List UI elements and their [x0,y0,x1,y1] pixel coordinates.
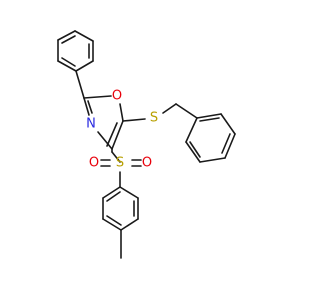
bond [102,218,122,231]
bond [119,186,139,199]
bond [221,133,231,154]
bond [185,141,201,163]
bond [111,120,124,150]
sulfonyl-oxygen-left-label: O [89,156,99,171]
bond [111,151,121,163]
bond [162,103,177,114]
bond [199,117,220,122]
bond-lines [57,30,236,259]
bond [106,122,118,147]
ring-nitrogen-label: N [86,117,96,132]
bond [220,113,236,135]
bond [185,117,198,143]
thioether-sulfur-label: S [150,111,158,126]
bond [57,30,76,41]
phenyl-ring [57,30,94,72]
bond [106,215,122,226]
bond [75,70,85,99]
ring-oxygen-label: O [112,89,122,104]
bond [189,141,201,158]
sulfonyl-sulfur-label: S [116,156,124,171]
bond [83,95,112,99]
structure-diagram: O N S S O O [0,0,300,300]
bond [83,97,90,116]
bond [120,218,139,231]
bond [57,60,77,72]
atom-labels: O N S S O O [86,89,158,171]
background [0,0,300,300]
bond [87,100,93,114]
bond [119,103,124,122]
structure-canvas: O N S S O O [0,0,300,300]
bond [199,157,226,163]
bond [196,113,222,119]
bond [74,30,94,42]
bond [102,186,121,199]
bond [61,57,76,67]
bond [175,103,198,119]
bond [75,60,94,72]
benzyl-phenyl-ring [185,113,236,163]
oxazole-ring [83,95,124,150]
bond [61,35,76,44]
sulfonyl-oxygen-right-label: O [142,156,152,171]
bond [106,191,121,202]
bond [97,131,113,150]
bond [224,133,236,159]
bond [122,118,146,122]
tolyl-ring [102,186,139,231]
